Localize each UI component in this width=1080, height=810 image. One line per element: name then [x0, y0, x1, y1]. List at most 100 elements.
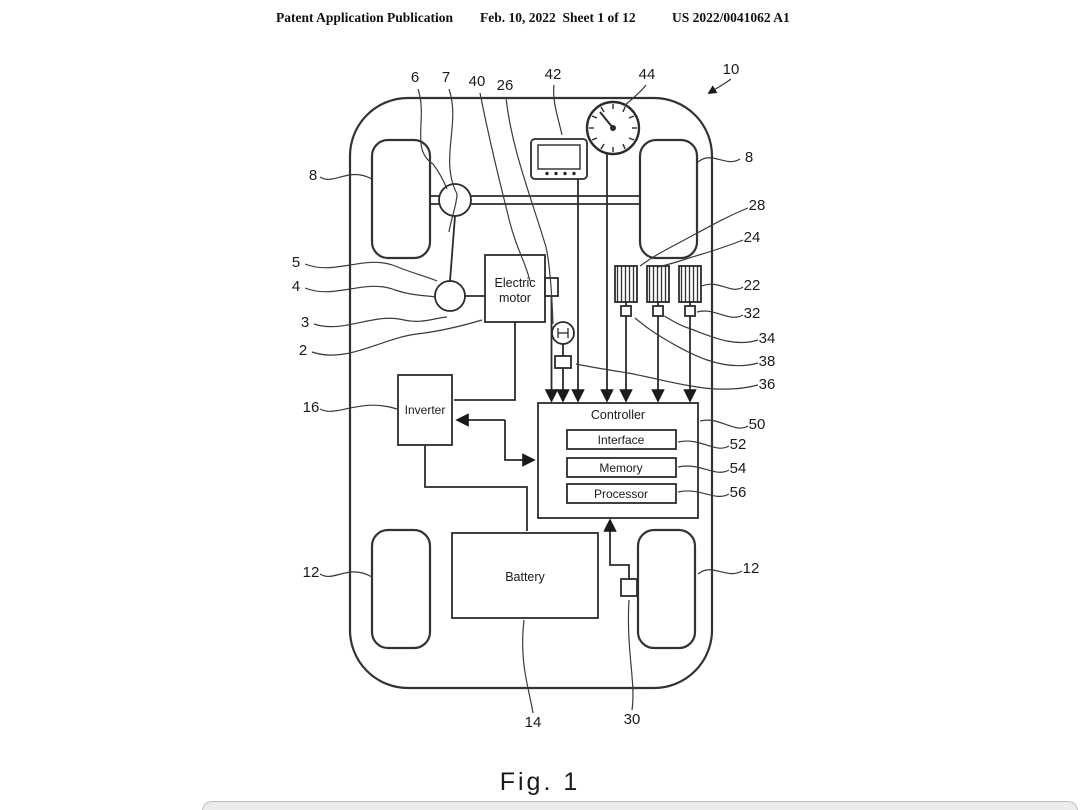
leader-3	[313, 316, 448, 328]
leader-34	[663, 315, 759, 344]
drive-shaft-line	[449, 215, 456, 282]
inverter-to-battery-line	[424, 445, 528, 531]
component-labels: Electric motor Inverter Battery Controll…	[405, 276, 648, 584]
inverter-to-controller-line	[504, 420, 536, 467]
leader-22	[701, 283, 744, 290]
leader-10-arrow	[707, 78, 732, 94]
wheel-front-left	[370, 138, 432, 260]
memory-box	[566, 457, 677, 478]
ref-54: 54	[730, 460, 747, 477]
leader-6	[417, 88, 448, 190]
interface-label: Interface	[598, 433, 645, 447]
ref-2: 2	[299, 342, 307, 359]
ref-38: 38	[759, 353, 776, 370]
pedal-sensor-3	[678, 265, 702, 303]
leader-38	[634, 317, 759, 367]
processor-label: Processor	[594, 487, 648, 501]
pedal-switch-3	[684, 305, 696, 317]
leader-44	[623, 84, 647, 107]
wheel-front-right	[638, 138, 699, 260]
ref-6: 6	[411, 69, 419, 86]
ref-32: 32	[744, 305, 761, 322]
pedal-sensors	[614, 265, 702, 317]
electric-motor-label-line2: motor	[499, 291, 531, 305]
leader-42	[553, 84, 563, 136]
vehicle-body-outline	[348, 96, 714, 690]
ref-8-right: 8	[745, 149, 753, 166]
ref-40: 40	[469, 73, 486, 90]
ref-14: 14	[525, 714, 542, 731]
leader-7	[448, 88, 458, 233]
figure-caption: Fig. 1	[499, 768, 581, 796]
header-publication: Patent Application Publication	[276, 10, 454, 25]
battery-box	[451, 532, 599, 619]
inverter-label: Inverter	[405, 403, 446, 417]
ref-7: 7	[442, 69, 450, 86]
ref-24: 24	[744, 229, 761, 246]
ref-10: 10	[723, 61, 740, 78]
leader-54	[677, 465, 730, 473]
wheel-sensor-to-controller-line	[603, 518, 630, 579]
leader-lines	[304, 78, 759, 714]
ref-56: 56	[730, 484, 747, 501]
gauge-needle	[599, 111, 614, 129]
leader-14	[522, 619, 534, 714]
leader-16	[319, 404, 398, 412]
ref-5: 5	[292, 254, 300, 271]
reduction-gear-icon	[434, 280, 466, 312]
leader-12-right	[697, 569, 743, 575]
motor-to-inverter-line	[454, 322, 516, 401]
leader-4	[304, 285, 437, 298]
processor-box	[566, 483, 677, 504]
ref-34: 34	[759, 330, 776, 347]
wheel-speed-sensor-box	[620, 578, 638, 597]
leader-40	[479, 92, 531, 282]
ref-52: 52	[730, 436, 747, 453]
display-icon	[530, 138, 588, 180]
ref-12-left: 12	[303, 564, 320, 581]
pedal-sensor-1	[614, 265, 638, 303]
ref-16: 16	[303, 399, 320, 416]
controller-label: Controller	[591, 408, 645, 422]
wheel-rear-left	[370, 528, 432, 650]
memory-label: Memory	[599, 461, 642, 475]
leader-8-right	[697, 157, 741, 163]
ref-30: 30	[624, 711, 641, 728]
next-page-edge	[202, 801, 1078, 810]
leader-52	[677, 440, 730, 449]
electric-motor-label-line1: Electric	[495, 276, 536, 290]
interface-box	[566, 429, 677, 450]
pedal-switch-1	[620, 305, 632, 317]
leader-24	[657, 239, 744, 268]
leader-26	[505, 96, 554, 325]
leader-2	[311, 319, 483, 356]
leader-32	[696, 310, 744, 318]
shift-position-sensor-box	[554, 355, 572, 369]
leader-50	[699, 419, 749, 429]
leader-30	[627, 599, 634, 711]
ref-22: 22	[744, 277, 761, 294]
ref-44: 44	[639, 66, 656, 83]
inverter-box	[397, 374, 453, 446]
leader-36	[575, 363, 759, 390]
leader-8-left	[319, 173, 373, 180]
ref-12-right: 12	[743, 560, 760, 577]
ref-42: 42	[545, 66, 562, 83]
ref-8-left: 8	[309, 167, 317, 184]
reference-numerals: 6 7 40 26 42 44 10 8 8 28 24 22 32 34 38…	[292, 61, 776, 731]
ref-3: 3	[301, 314, 309, 331]
header-doc-number: US 2022/0041062 A1	[672, 10, 790, 25]
pedal-sensor-2	[646, 265, 670, 303]
page-header: Patent Application Publication Feb. 10, …	[0, 10, 1080, 32]
leader-28	[639, 207, 749, 267]
leader-5	[304, 261, 438, 282]
ref-26: 26	[497, 77, 514, 94]
gear-shifter-icon	[551, 321, 575, 369]
speedometer-icon	[585, 100, 641, 156]
gauge-hub	[610, 125, 616, 131]
ref-50: 50	[749, 416, 766, 433]
leader-12-left	[319, 571, 373, 578]
differential-gear-icon	[438, 183, 472, 217]
